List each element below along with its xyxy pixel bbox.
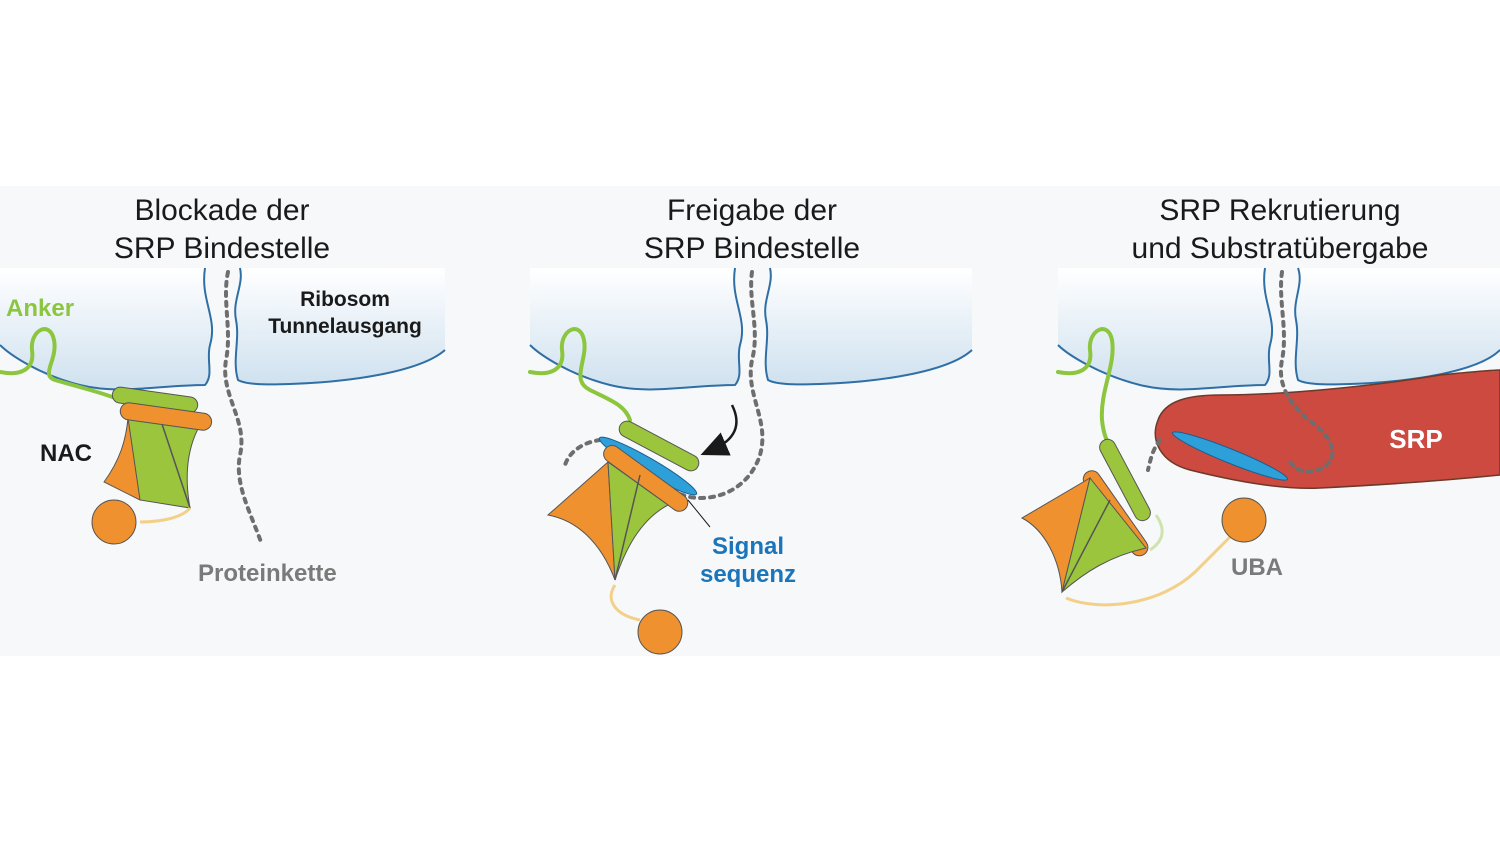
uba-domain [637, 609, 683, 655]
protein-chain [670, 270, 765, 501]
nac-orange-wing [546, 460, 616, 581]
label-sequenz: sequenz [700, 561, 796, 588]
ribosome-right-lobe [235, 268, 445, 385]
label-srp: SRP [1389, 424, 1442, 454]
panel-1-title-line1: Blockade der [134, 194, 309, 227]
nac-complex [91, 386, 213, 545]
protein-chain [1278, 270, 1335, 474]
signal-sequence [1171, 431, 1289, 481]
ribosome-right-lobe [765, 268, 972, 385]
release-arrow [700, 404, 738, 456]
panel-1-title-line2: SRP Bindestelle [114, 232, 330, 265]
panel-blockade: Blockade der SRP Bindestelle Anker Ribos… [0, 194, 446, 587]
label-signal: Signal [712, 533, 784, 560]
nac-complex [1020, 438, 1267, 607]
anchor-loop [1056, 327, 1115, 452]
protein-chain-left-end [1146, 438, 1162, 472]
panel-2-title-line1: Freigabe der [667, 194, 837, 227]
panel-freigabe: Freigabe der SRP Bindestelle Signal sequ… [528, 194, 973, 655]
uba-domain [91, 499, 137, 545]
label-anker: Anker [6, 295, 74, 322]
ribosome-left-outline [1057, 267, 1274, 391]
panel-srp-rekrutierung: SRP Rekrutierung und Substratübergabe SR… [1020, 194, 1500, 607]
ribosome-left-outline [529, 267, 744, 391]
nac-orange-wing [1020, 476, 1091, 593]
nac-linker [139, 506, 192, 524]
label-tunnelausgang: Tunnelausgang [268, 315, 422, 338]
anchor-loop [528, 327, 632, 422]
ribosome-right-outline [764, 267, 973, 386]
ribosome-left-outline [0, 267, 214, 391]
nac-edge [614, 474, 641, 581]
nac-edge [159, 417, 191, 509]
anchor-loop [0, 327, 117, 400]
nac-linker-green [1149, 514, 1164, 552]
nac-green-body [1061, 476, 1147, 594]
label-proteinkette: Proteinkette [198, 560, 337, 587]
nac-helix-green [1099, 438, 1151, 522]
ribosome-right-lobe [1295, 268, 1500, 385]
nac-complex [546, 420, 700, 655]
protein-chain-left-end [563, 438, 602, 467]
uba-domain [1221, 497, 1267, 543]
signal-pointer [687, 499, 711, 528]
panel-3-title-line1: SRP Rekrutierung [1159, 194, 1400, 227]
label-nac: NAC [40, 440, 92, 467]
panel-3-title-line2: und Substratübergabe [1132, 232, 1429, 265]
nac-linker [1065, 533, 1234, 607]
nac-helix-green [618, 420, 700, 472]
nac-linker [609, 584, 641, 622]
label-uba: UBA [1231, 554, 1283, 581]
label-ribosom: Ribosom [300, 288, 390, 311]
panel-2-title-line2: SRP Bindestelle [644, 232, 860, 265]
protein-chain [223, 270, 264, 547]
ribosome-right-outline [234, 267, 446, 386]
nac-edge [1061, 499, 1111, 593]
nac-helix-orange [119, 402, 213, 431]
